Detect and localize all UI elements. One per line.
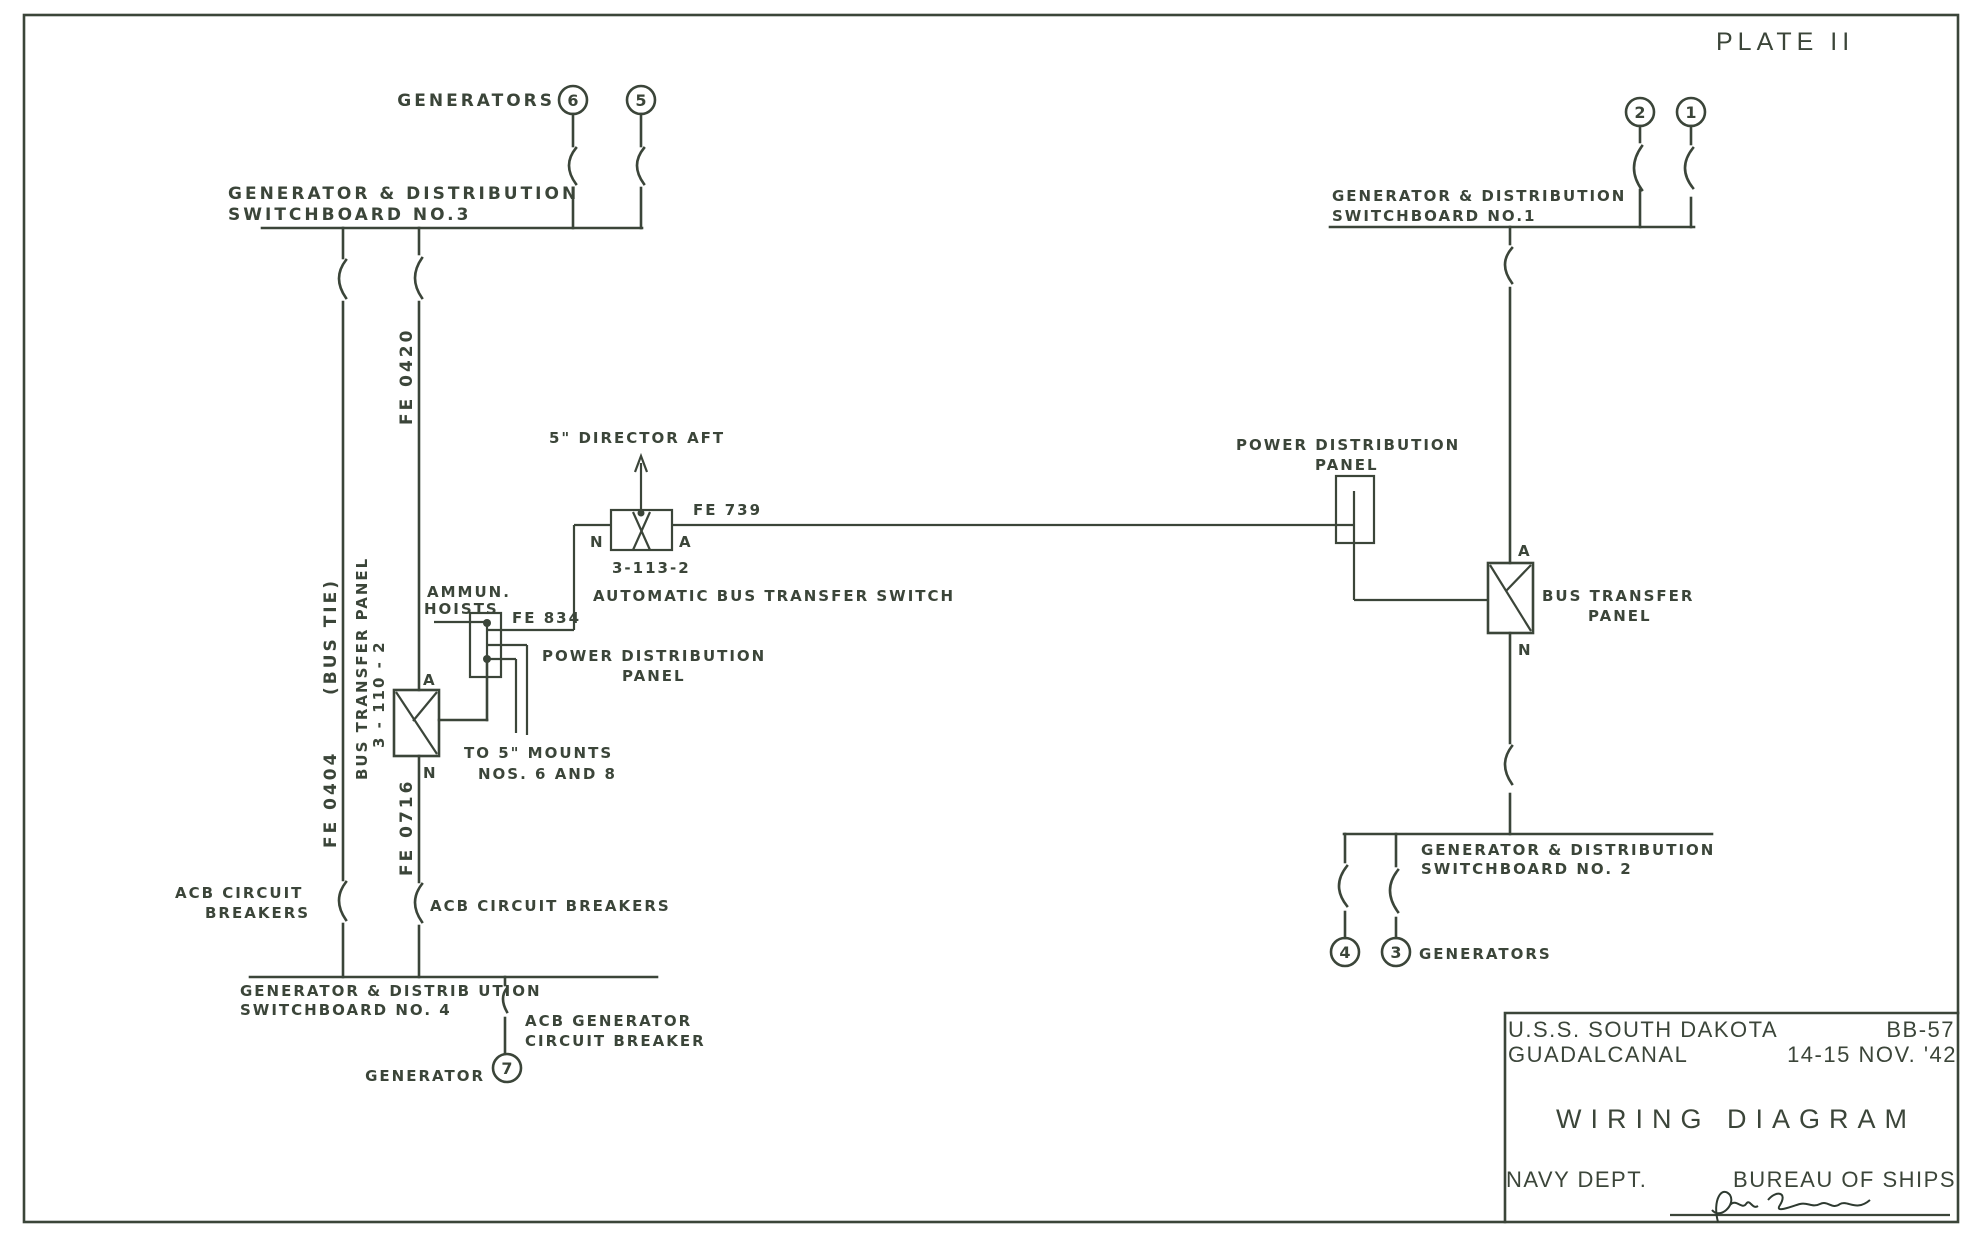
bus-transfer-panel-right [1486,561,1535,635]
switchboard-1-label-line2: SWITCHBOARD NO.1 [1332,207,1536,225]
switchboard-2-label-line1: GENERATOR & DISTRIBUTION [1421,841,1715,859]
switchboard-2: 4 3 [1329,832,1714,968]
bus-transfer-panel-right-n: N [1518,641,1533,659]
power-distribution-panel-left [434,525,576,735]
right-vertical-feeder [1503,225,1514,836]
bus-transfer-panel-left-label-line2: 3 - 110 - 2 [370,640,388,748]
bureau-of-ships: BUREAU OF SHIPS [1733,1167,1956,1192]
bus-transfer-panel-right-label-line1: BUS TRANSFER [1542,587,1694,605]
switchboard-3: GENERATOR & DISTRIBUTION SWITCHBOARD NO.… [228,184,644,230]
generator-3-symbol [1380,936,1412,968]
switchboard-4: 7 [248,975,659,1084]
acb-right-label: ACB CIRCUIT BREAKERS [430,897,671,915]
generator-7-symbol [491,1052,523,1084]
breaker-symbol [1337,864,1349,908]
generator-5-number: 5 [635,91,646,110]
generator-5-symbol [625,84,657,116]
acb-left-label-line1: ACB CIRCUIT [175,884,303,902]
fe0420-label: FE 0420 [397,328,417,425]
fe0716-label: FE 0716 [397,779,417,876]
switchboard-3-label-line2: SWITCHBOARD NO.3 [228,205,471,225]
generator-6-symbol [557,84,589,116]
director-label: 5" DIRECTOR AFT [549,429,725,447]
bus-transfer-panel-right-label-line2: PANEL [1588,607,1652,625]
generator-4-number: 4 [1339,943,1350,962]
switchboard-1-label-line1: GENERATOR & DISTRIBUTION [1332,187,1626,205]
feeder-fe0420 [413,226,424,692]
power-distribution-panel-right [1334,474,1488,602]
navy-dept: NAVY DEPT. [1506,1167,1647,1192]
plate-number: PLATE II [1716,28,1854,56]
mounts-label-line2: NOS. 6 AND 8 [478,765,617,783]
acb-breaker-symbol [337,880,348,922]
automatic-bus-transfer-switch [574,452,1337,552]
power-distribution-panel-right-label-line1: POWER DISTRIBUTION [1236,436,1460,454]
arrow-up-icon [633,452,649,473]
breaker-symbol [1503,744,1514,786]
acb-left-label-line2: BREAKERS [205,904,310,922]
fe0404-label: FE 0404 [321,751,341,848]
acb-breaker-symbol [413,882,424,924]
generators-label-top: GENERATORS [397,91,555,111]
location: GUADALCANAL [1508,1042,1688,1067]
switchboard-2-label-line2: SWITCHBOARD NO. 2 [1421,860,1633,878]
abt-n-label: N [590,533,605,551]
generator-6-feed: 6 [557,84,589,230]
power-distribution-panel-right-label-line2: PANEL [1315,456,1379,474]
breaker-symbol [1632,144,1644,192]
generator-2-symbol [1624,96,1656,128]
breaker-symbol [1683,146,1695,190]
generator-3-number: 3 [1390,943,1401,962]
breaker-symbol [635,146,646,186]
title-block: U.S.S. SOUTH DAKOTA BB-57 GUADALCANAL 14… [1503,1011,1960,1224]
acb-generator-label-line1: ACB GENERATOR [525,1012,692,1030]
bus-tie-fe0404 [337,226,348,979]
bus-transfer-panel-left-a: A [423,671,437,689]
abt-name-label: AUTOMATIC BUS TRANSFER SWITCH [593,587,955,605]
breaker-symbol [1503,246,1514,285]
generator-1-symbol [1675,96,1707,128]
fe739-label: FE 739 [693,501,762,519]
power-distribution-panel-left-label-line1: POWER DISTRIBUTION [542,647,766,665]
generator-1-number: 1 [1685,103,1696,122]
ammun-hoists-label-line2: HOISTS [424,600,499,618]
signature [1711,1190,1871,1223]
abt-a-label: A [679,533,693,551]
acb-generator-label-line2: CIRCUIT BREAKER [525,1032,706,1050]
acb-generator-breaker-symbol [501,986,509,1014]
feeder-fe0716 [413,754,424,979]
switchboard-3-label-line1: GENERATOR & DISTRIBUTION [228,184,579,204]
drawing-title: WIRING DIAGRAM [1556,1104,1916,1134]
abt-id-label: 3-113-2 [612,559,691,577]
power-distribution-panel-left-label-line2: PANEL [622,667,686,685]
generator-7-label: GENERATOR [365,1067,485,1085]
bus-transfer-panel-left-label-line1: BUS TRANSFER PANEL [353,557,371,780]
date: 14-15 NOV. '42 [1787,1042,1957,1067]
breaker-symbol [413,256,424,300]
generator-7-number: 7 [501,1059,512,1078]
breaker-symbol [1388,868,1400,914]
generator-4-symbol [1329,936,1361,968]
switchboard-4-label-line2: SWITCHBOARD NO. 4 [240,1001,452,1019]
generator-2-number: 2 [1634,103,1645,122]
breaker-symbol [337,258,348,300]
switchboard-4-label-line1: GENERATOR & DISTRIB UTION [240,982,542,1000]
drawing-border [22,13,1960,1224]
mounts-label-line1: TO 5" MOUNTS [464,744,613,762]
bus-transfer-panel-left [392,656,489,758]
breaker-symbol [567,146,578,186]
ship-name: U.S.S. SOUTH DAKOTA [1508,1017,1778,1042]
fe834-label: FE 834 [512,609,581,627]
switchboard-1: 2 1 [1328,96,1707,229]
bus-tie-label: (BUS TIE) [321,578,341,695]
hull-number: BB-57 [1886,1017,1955,1042]
ammun-hoists-label-line1: AMMUN. [427,583,511,601]
bus-transfer-panel-left-n: N [423,764,438,782]
generators-label-bottom: GENERATORS [1419,945,1552,963]
generator-5-feed: 5 [625,84,657,230]
generator-6-number: 6 [567,91,578,110]
bus-transfer-panel-right-a: A [1518,542,1532,560]
